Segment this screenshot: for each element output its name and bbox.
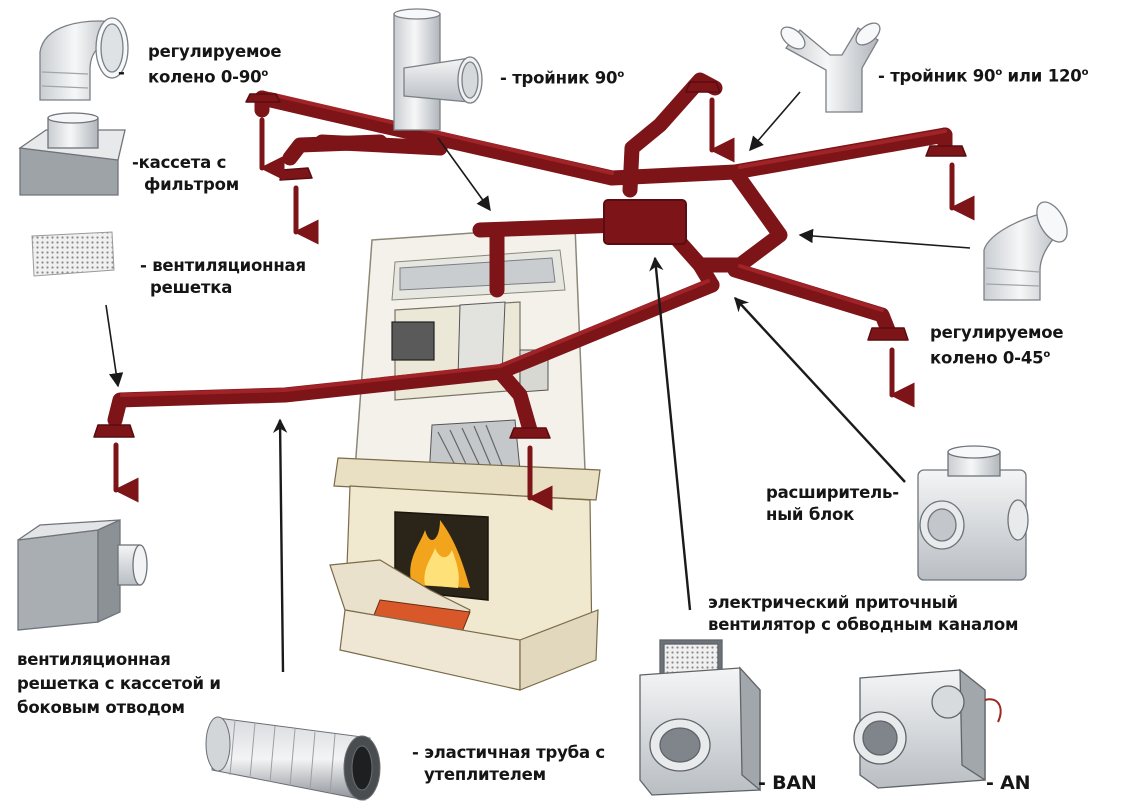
label-elbow-90-line2: колено 0-90о — [148, 67, 269, 87]
label-cassette-filter: -кассета с фильтром — [132, 153, 240, 194]
label-elbow-45-line2: колено 0-45о — [930, 348, 1051, 368]
tee-y-icon — [780, 22, 881, 113]
tee-90-icon — [393, 8, 483, 131]
label-flex-pipe: - эластичная труба с утеплителем — [412, 743, 606, 784]
label-expander: расширитель- ный блок — [766, 483, 899, 524]
label-tee-90-120: - тройник 90о или 120о — [878, 66, 1089, 86]
label-ban: - BAN — [758, 772, 817, 794]
label-fan: электрический приточный вентилятор с обв… — [708, 593, 1019, 634]
pointer-arrows — [105, 91, 971, 673]
label-an: - AN — [986, 772, 1031, 794]
label-vent-grille: - вентиляционная решетка — [140, 256, 306, 297]
elbow-45-icon — [983, 201, 1068, 301]
label-elbow-90: регулируемое колено 0-90о — [148, 41, 282, 89]
label-tee-90: - тройник 90о — [500, 68, 625, 88]
cassette-filter-icon — [18, 112, 126, 196]
label-elbow-45: регулируемое колено 0-45о — [930, 323, 1064, 368]
fireplace-icon — [329, 225, 601, 691]
vent-grille-icon — [31, 231, 115, 277]
label-elbow-dash: - — [118, 63, 125, 82]
grille-side-outlet-icon — [17, 518, 148, 631]
flex-pipe-icon — [205, 716, 381, 801]
expander-block-icon — [917, 445, 1029, 581]
label-grille-cassette: вентиляционная решетка с кассетой и боко… — [17, 650, 221, 717]
label-elbow-90-line1: регулируемое — [148, 42, 282, 61]
elbow-90-icon — [39, 17, 129, 101]
duct-network — [93, 72, 975, 511]
fan-an-icon — [853, 668, 1002, 789]
fan-ban-icon — [639, 639, 761, 796]
